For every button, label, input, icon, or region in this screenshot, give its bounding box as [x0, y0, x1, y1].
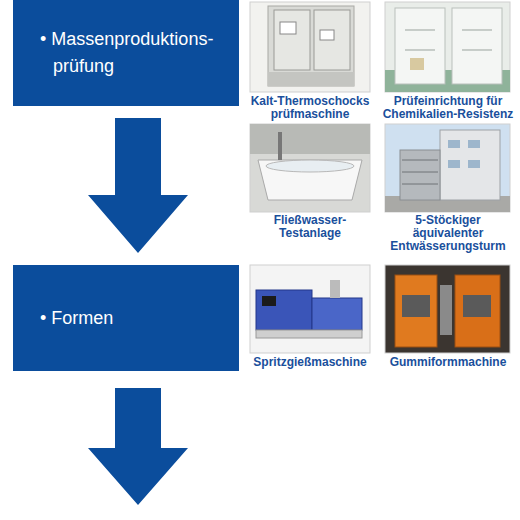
- photo-drainage-tower: [385, 124, 510, 212]
- flow-arrow: [88, 388, 188, 505]
- photo-caption: Fließwasser- Testanlage: [260, 214, 360, 240]
- flow-arrow: [88, 106, 188, 265]
- process-box: • Formen: [13, 265, 239, 371]
- photo-caption: Prüfeinrichtung für Chemikalien-Resisten…: [378, 95, 518, 121]
- box-text: • Formen: [13, 305, 239, 332]
- photo-bathtub: [250, 124, 370, 212]
- photo-chemical-chamber: [385, 2, 510, 92]
- photo-caption: Gummiformmachine: [383, 356, 513, 369]
- photo-caption: Spritzgießmaschine: [245, 356, 375, 369]
- photo-injection-machine: [250, 265, 370, 353]
- process-box: • Massenproduktions- prüfung: [13, 0, 239, 106]
- photo-caption: 5-Stöckiger äquivalenter Entwässerungstu…: [387, 214, 509, 253]
- photo-thermal-shock: [250, 2, 370, 92]
- photo-rubber-machine: [385, 265, 510, 353]
- photo-caption: Kalt-Thermoschocks prüfmaschine: [245, 95, 375, 121]
- box-text: • Massenproduktions- prüfung: [13, 26, 239, 80]
